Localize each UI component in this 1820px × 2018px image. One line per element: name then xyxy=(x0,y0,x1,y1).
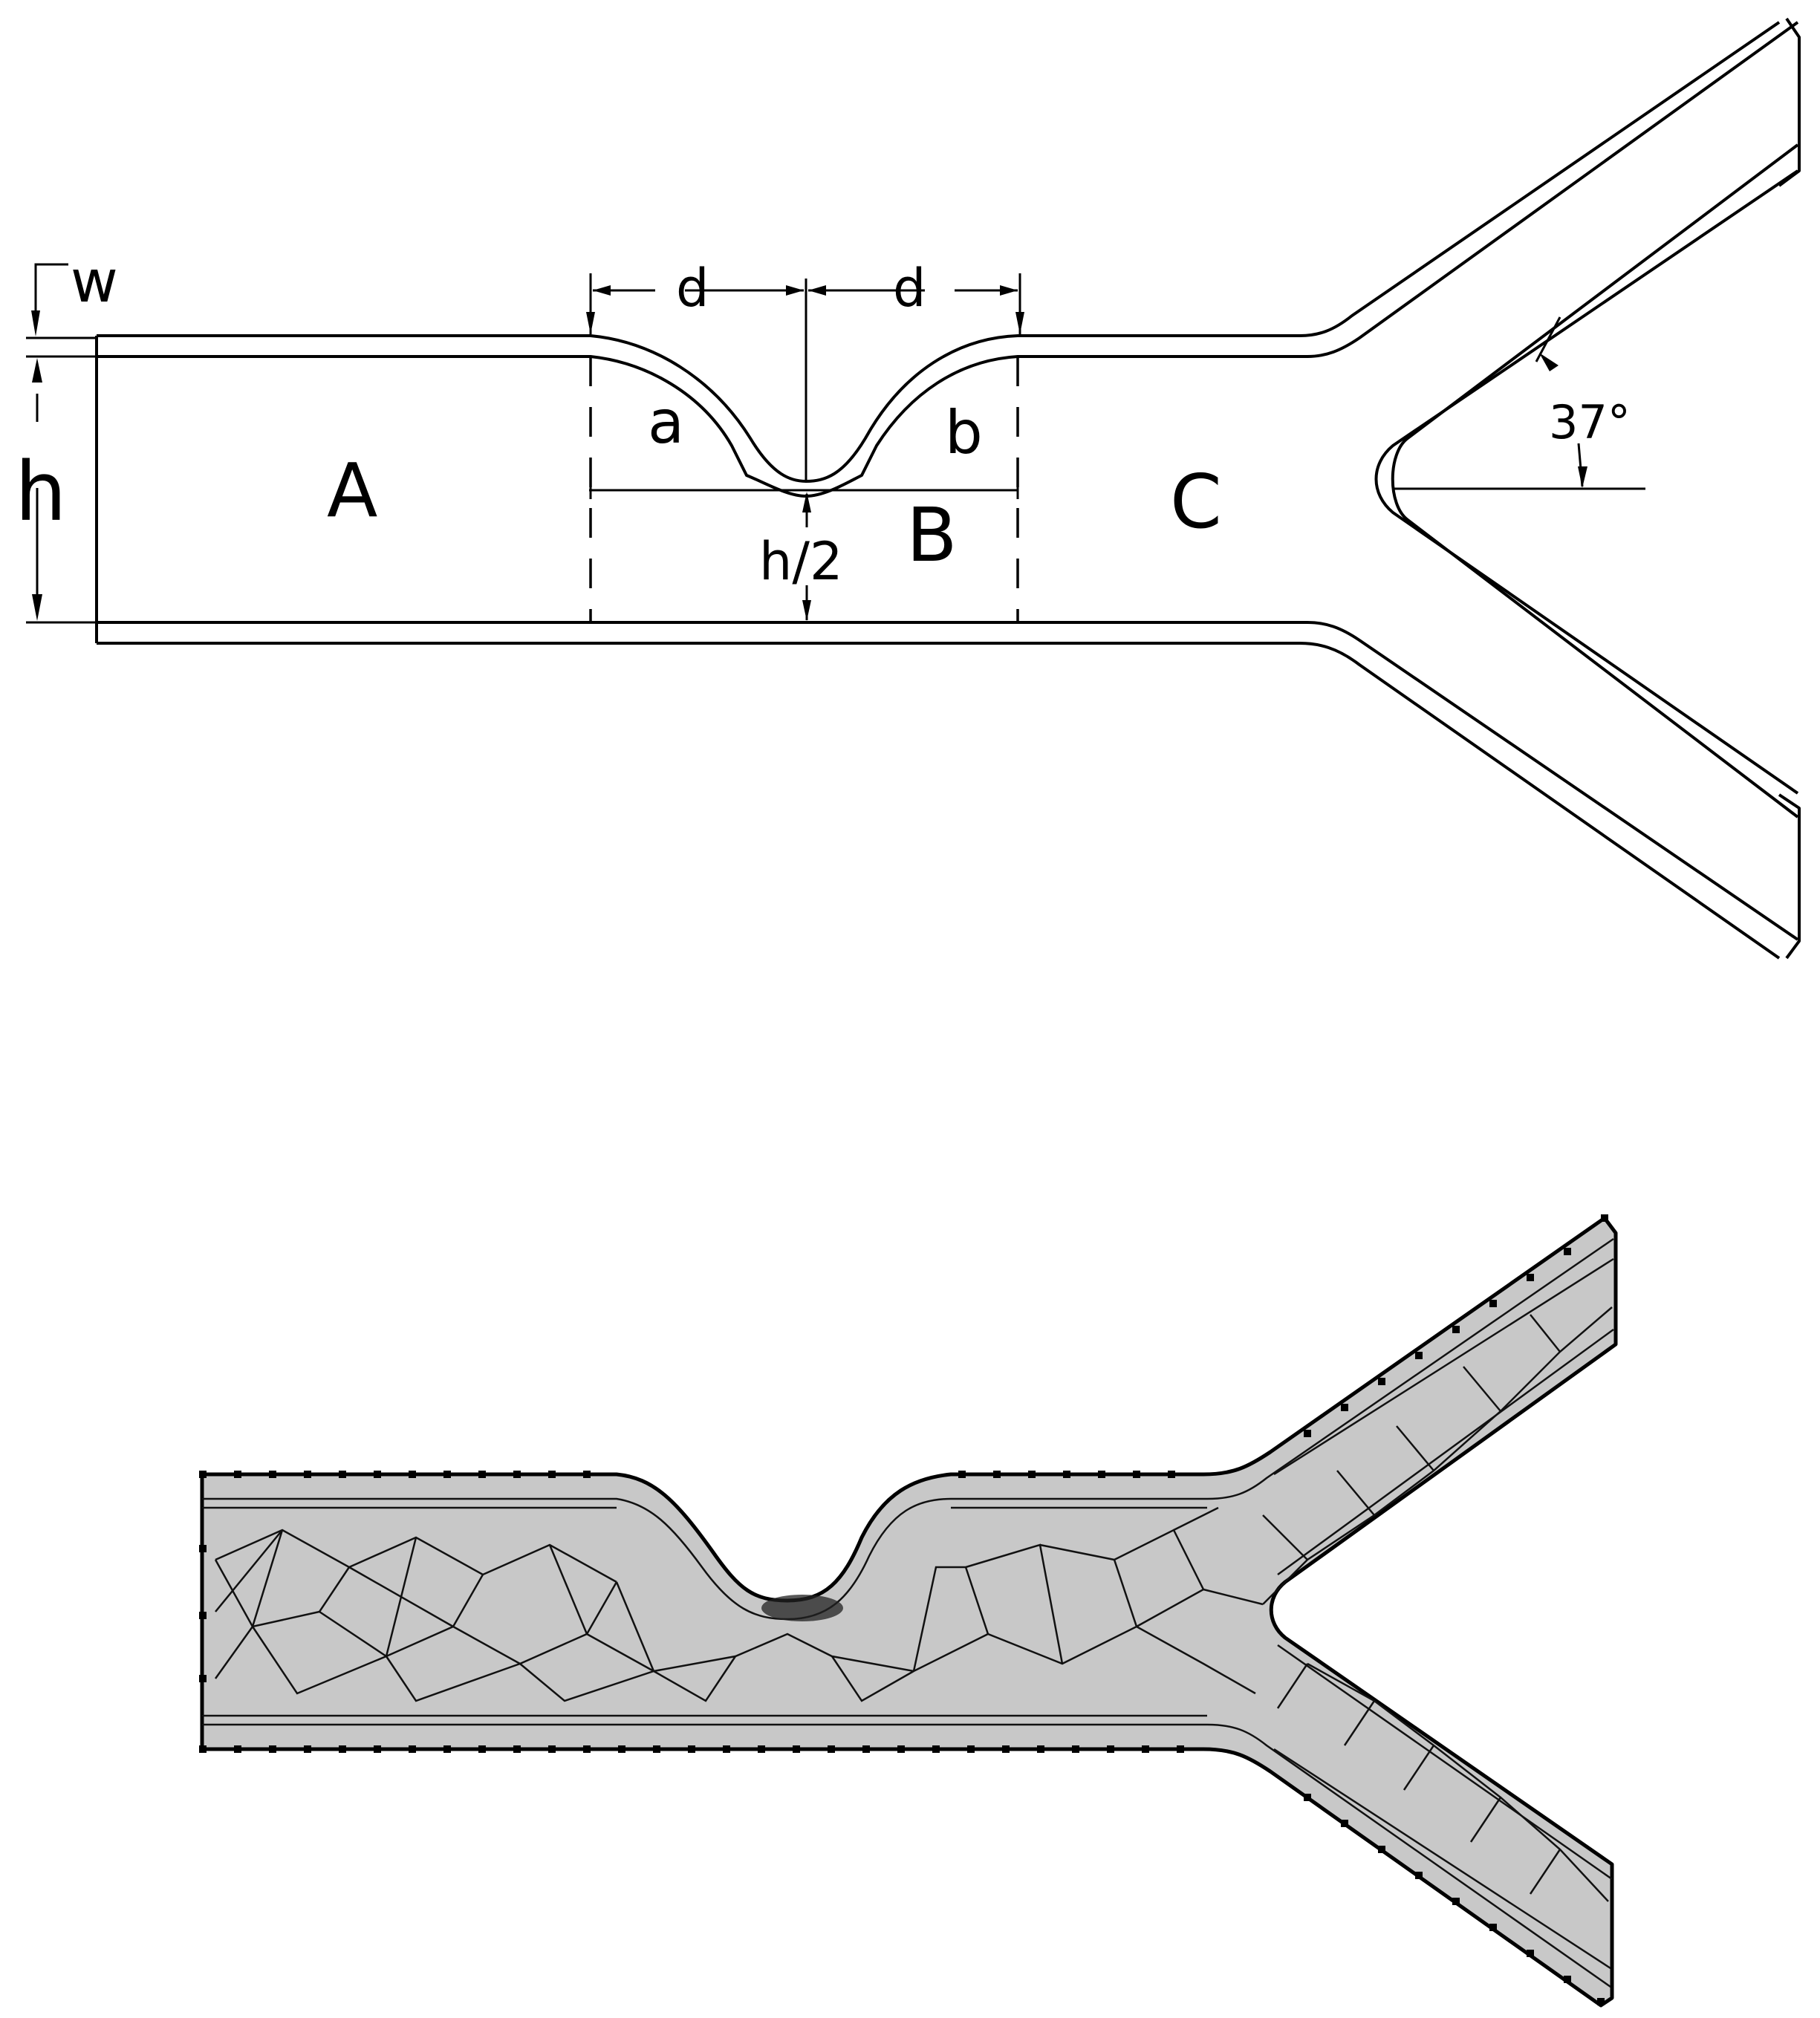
arrowhead xyxy=(1539,353,1559,371)
arrowhead xyxy=(808,285,826,296)
arrowhead xyxy=(32,358,42,383)
arrowhead xyxy=(802,600,811,621)
half-height-ticks xyxy=(589,481,1019,499)
mesh-panel xyxy=(199,1214,1618,2008)
geometry-schematic: w h d d a b h/2 A B C 37° xyxy=(15,17,1801,960)
outer-wall-top xyxy=(97,21,1781,483)
mesh-domain xyxy=(200,1216,1618,2008)
mesh-boundary-nodes xyxy=(199,1214,1608,2005)
label-w: w xyxy=(71,249,118,316)
label-b: b xyxy=(945,398,983,467)
mesh-triangles xyxy=(214,1306,1613,1902)
w-h-extension-lines xyxy=(26,336,95,624)
label-h: h xyxy=(15,444,67,539)
label-region-B: B xyxy=(906,492,958,579)
mesh-refinement-zone xyxy=(761,1595,843,1621)
arrowhead xyxy=(31,310,40,336)
label-region-A: A xyxy=(327,447,377,534)
label-a: a xyxy=(648,388,684,457)
inner-wall-bottom xyxy=(97,621,1799,941)
arrowhead xyxy=(802,492,811,512)
arrowhead xyxy=(786,285,804,296)
label-h-half: h/2 xyxy=(759,531,843,592)
apex-inner xyxy=(1391,143,1799,818)
lower-branch-end xyxy=(1778,793,1801,960)
arrowhead xyxy=(1015,312,1024,334)
inner-wall-top xyxy=(97,21,1799,498)
apex-outer xyxy=(1374,169,1799,795)
outer-wall-bottom xyxy=(97,642,1781,960)
label-region-C: C xyxy=(1170,458,1222,545)
arrowhead xyxy=(1000,285,1018,296)
label-d-left: d xyxy=(676,258,709,319)
arrowhead xyxy=(586,312,595,334)
label-angle: 37° xyxy=(1549,395,1631,449)
upper-branch-end xyxy=(1778,17,1801,187)
arrowhead xyxy=(593,285,611,296)
label-d-right: d xyxy=(893,258,926,319)
arrowhead xyxy=(1578,466,1587,488)
w-leader xyxy=(34,263,68,319)
arrowhead xyxy=(32,594,42,621)
